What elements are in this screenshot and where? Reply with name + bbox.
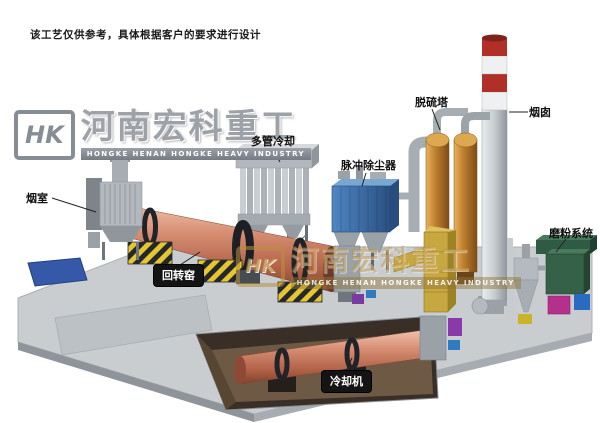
desulfurization-towers: [408, 108, 490, 284]
pulse-dust-collector: [331, 166, 412, 270]
chimney: [478, 34, 511, 306]
cyclone-separator: [513, 257, 539, 281]
label-chimney: 烟囱: [529, 106, 551, 119]
hazard-pier: [197, 259, 243, 283]
label-rotary-kiln: 回转窑: [154, 265, 203, 286]
label-multi-tube-cooler: 多管冷却: [251, 135, 295, 148]
smoke-chamber: [86, 156, 143, 260]
label-grinding-system: 磨粉系统: [549, 227, 593, 240]
hazard-pier: [277, 281, 323, 303]
label-pulse-dust-collector: 脉冲除尘器: [341, 159, 396, 172]
cooler-discharge-hood: [419, 315, 447, 361]
rotary-kiln: [107, 201, 376, 304]
label-cooling-machine: 冷却机: [322, 371, 371, 392]
disclaimer-note: 该工艺仅供参考，具体根据客户的要求进行设计: [30, 29, 261, 41]
kiln-hood: [333, 245, 361, 293]
cooling-machine: [234, 315, 462, 392]
hazard-pier: [127, 241, 173, 265]
bucket-elevator: [393, 226, 456, 313]
blue-mat: [27, 257, 88, 287]
label-desulfurization-tower: 脱硫塔: [415, 96, 448, 109]
label-smoke-chamber: 烟室: [26, 192, 48, 205]
kiln-drive-motor: [236, 270, 260, 284]
